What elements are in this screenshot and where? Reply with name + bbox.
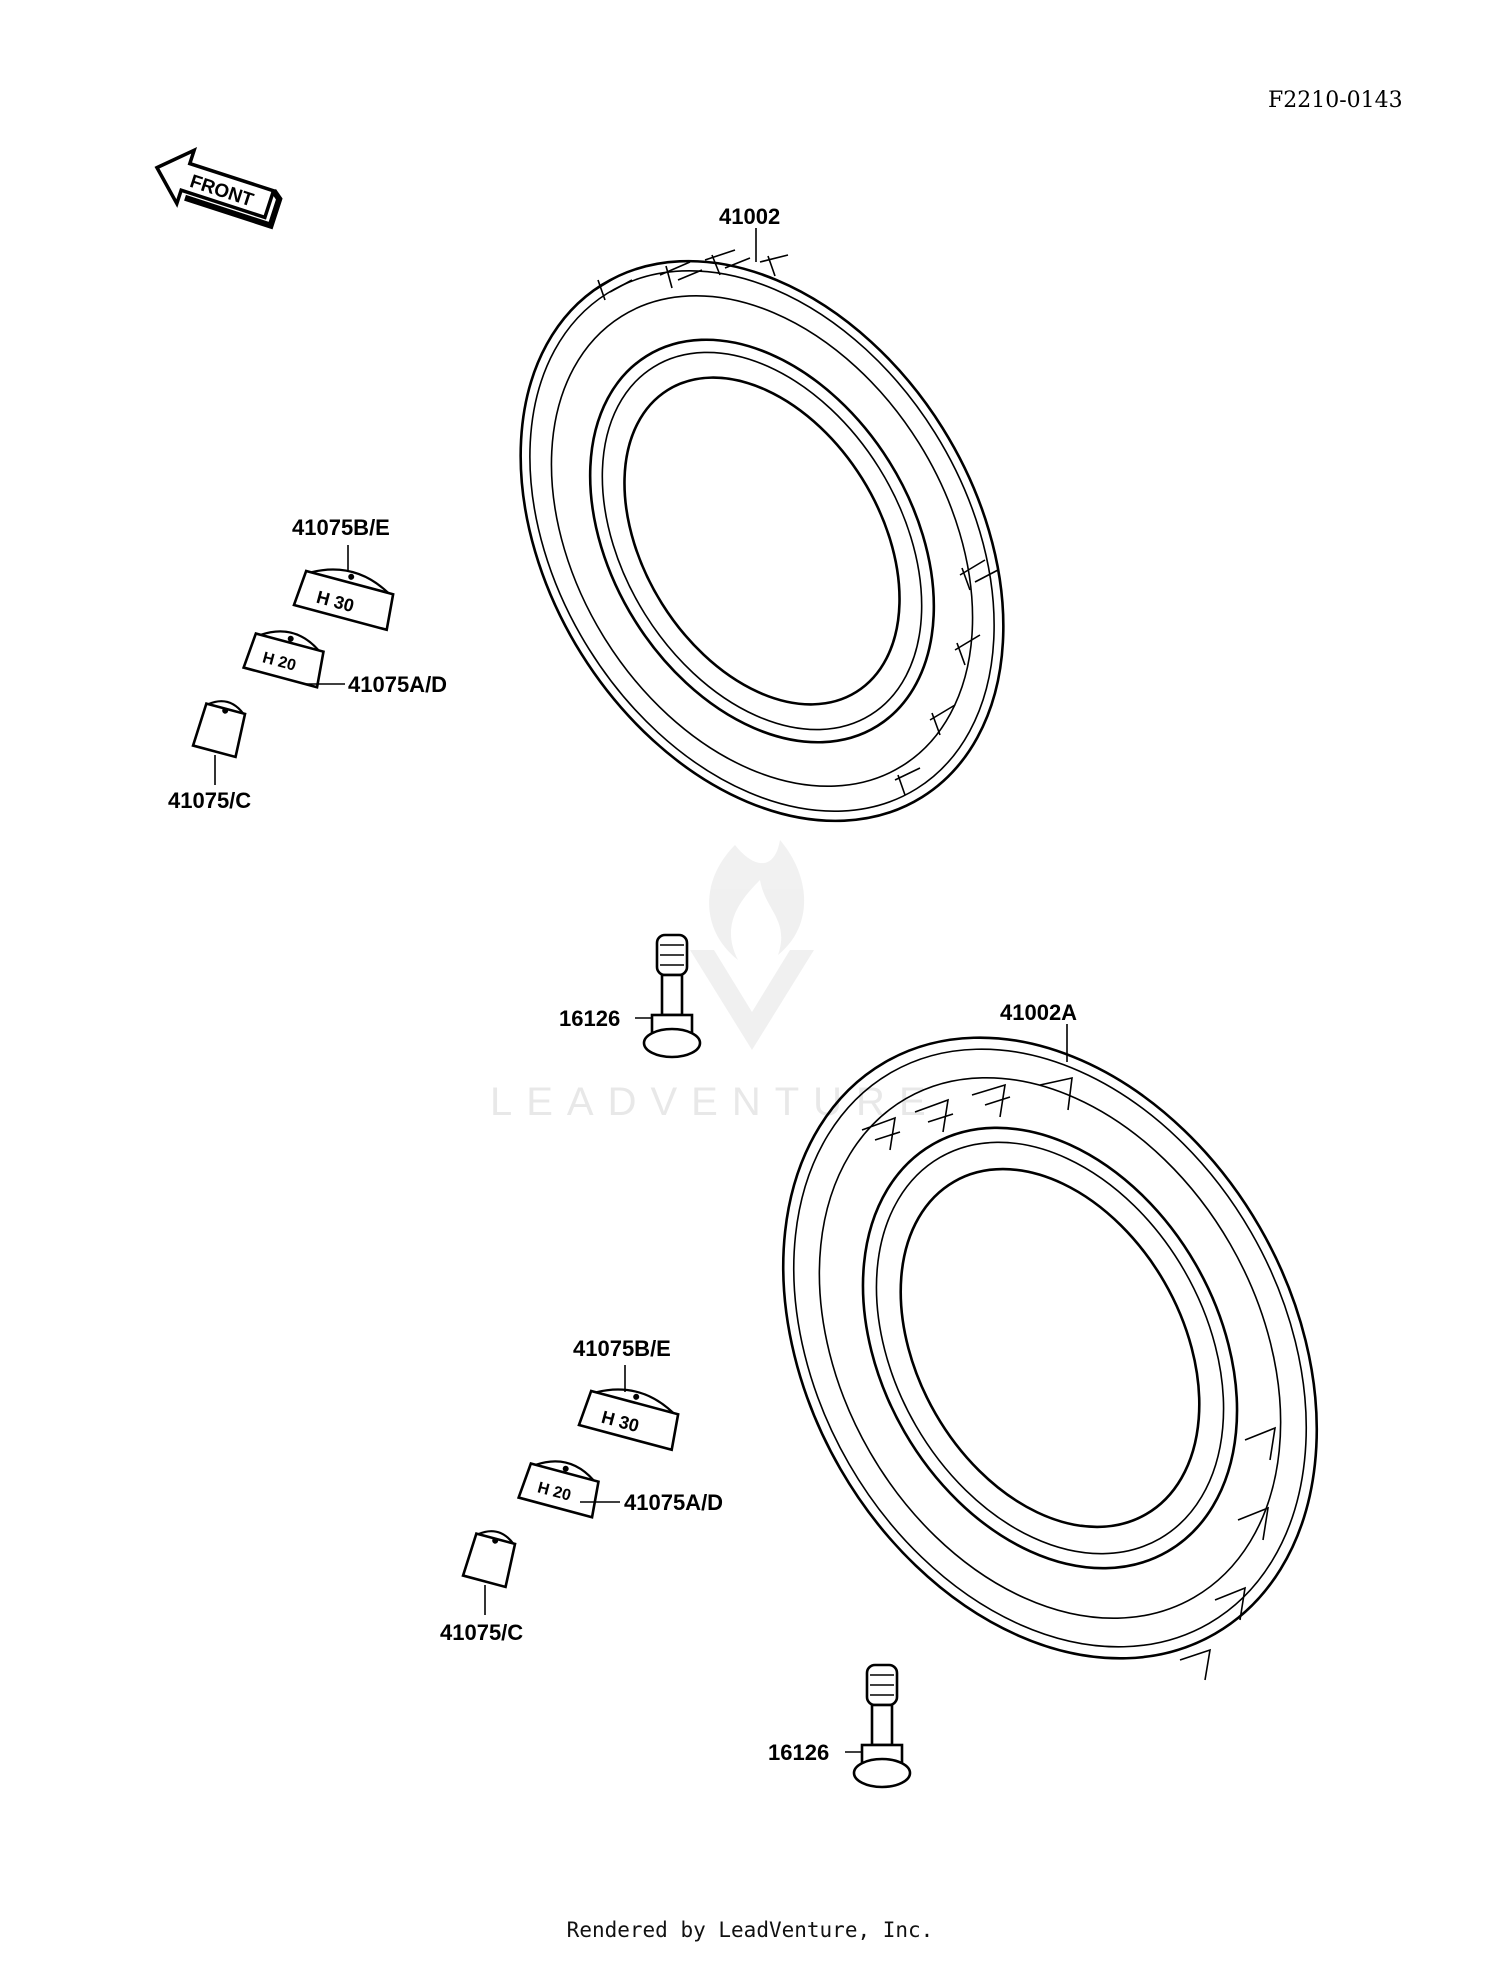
part-label-16126-upper[interactable]: 16126 bbox=[559, 1006, 620, 1031]
front-arrow-icon: FRONT bbox=[154, 146, 283, 230]
weight-c-upper-drawing bbox=[191, 700, 247, 759]
tire-front-drawing bbox=[519, 249, 1005, 823]
drawing-code: F2210-0143 bbox=[1268, 88, 1403, 113]
leadventure-watermark: LEADVENTURE bbox=[490, 840, 940, 1124]
part-label-16126-lower[interactable]: 16126 bbox=[768, 1740, 829, 1765]
leader-lines bbox=[214, 228, 1068, 1753]
part-label-41075ad-upper[interactable]: 41075A/D bbox=[348, 672, 447, 697]
weight-ad-upper-drawing: H 20 bbox=[241, 630, 325, 689]
part-label-41075be-upper[interactable]: 41075B/E bbox=[292, 515, 390, 540]
valve-stem-upper-drawing bbox=[642, 933, 702, 1059]
part-label-41075be-lower[interactable]: 41075B/E bbox=[573, 1336, 671, 1361]
part-label-41075c-lower[interactable]: 41075/C bbox=[440, 1620, 523, 1645]
weight-c-lower-drawing bbox=[461, 1530, 517, 1589]
tire-rear-drawing bbox=[781, 1036, 1319, 1681]
watermark-text: LEADVENTURE bbox=[490, 1080, 940, 1124]
part-label-41002a[interactable]: 41002A bbox=[1000, 1000, 1077, 1025]
part-label-41075c-upper[interactable]: 41075/C bbox=[168, 788, 251, 813]
valve-stem-lower-drawing bbox=[852, 1663, 912, 1789]
weight-be-lower-drawing: H 30 bbox=[577, 1388, 680, 1452]
part-label-41002[interactable]: 41002 bbox=[719, 204, 780, 229]
footer-credit: Rendered by LeadVenture, Inc. bbox=[566, 1918, 934, 1942]
weight-be-upper-drawing: H 30 bbox=[292, 568, 395, 632]
weight-ad-lower-drawing: H 20 bbox=[516, 1460, 600, 1519]
part-label-41075ad-lower[interactable]: 41075A/D bbox=[624, 1490, 723, 1515]
